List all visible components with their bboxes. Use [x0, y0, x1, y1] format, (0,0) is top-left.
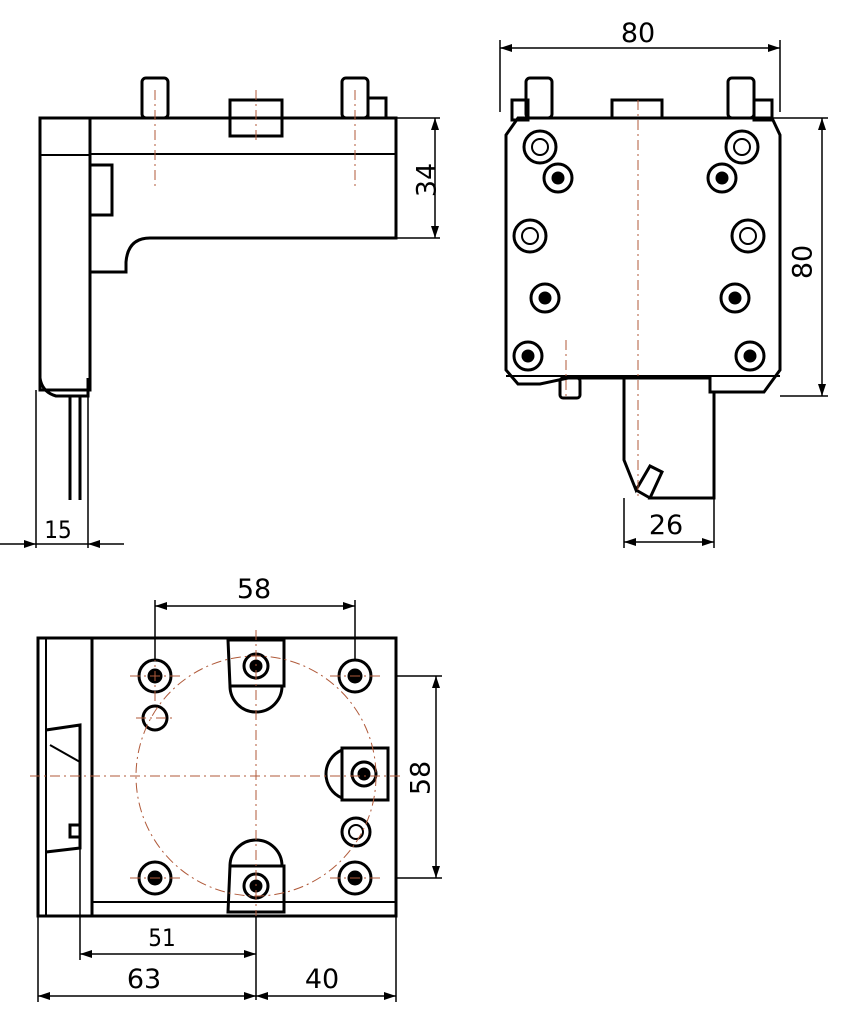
dim-63-label: 63 — [127, 964, 161, 995]
dim-80h-arrow-left — [500, 44, 512, 52]
front-coolant-port-1 — [522, 129, 558, 165]
top-screw-right-center — [357, 767, 371, 781]
top-slot-bottom — [226, 864, 286, 914]
top-side-clamp-tab — [68, 823, 82, 839]
front-hole-f-center — [743, 349, 757, 363]
top-view-dimensions — [37, 600, 442, 1002]
top-slot-right — [340, 746, 390, 802]
dim-51-arrow-left — [80, 950, 92, 958]
side-body — [38, 116, 398, 392]
front-coolant-port-4 — [730, 218, 766, 254]
front-hole-a-center — [551, 171, 565, 185]
side-view-centerlines — [154, 90, 356, 190]
top-side-clamp — [45, 723, 82, 854]
dim-80v-label: 80 — [788, 245, 819, 279]
front-hole-d-center — [728, 291, 742, 305]
front-body — [504, 116, 782, 394]
dim-15-arrow-left — [24, 540, 36, 548]
front-pin-left — [524, 76, 554, 120]
front-view-holes — [512, 129, 766, 372]
dimension-arrows — [24, 44, 826, 1000]
dim-63-arrow-left — [38, 992, 50, 1000]
dim-40-label: 40 — [305, 964, 339, 995]
dim-26-arrow-left — [624, 538, 636, 546]
top-screw-right — [350, 760, 378, 788]
front-hole-d — [719, 282, 751, 314]
side-view — [38, 76, 398, 500]
dim-15-label: 15 — [44, 516, 71, 544]
dim-58h-arrow-right — [343, 602, 355, 610]
front-pin-collar-right — [752, 98, 774, 122]
top-view-centerlines — [30, 630, 400, 924]
dim-51-arrow-right — [244, 950, 256, 958]
dim-58v-arrow-bottom — [432, 866, 440, 878]
front-coolant-port-4-inner — [739, 227, 757, 245]
front-pin-right — [726, 76, 756, 120]
dim-26-arrow-right — [702, 538, 714, 546]
front-shank — [622, 378, 716, 500]
top-coolant-port-inner — [348, 824, 364, 840]
front-hole-b — [706, 162, 738, 194]
side-notch — [90, 163, 114, 217]
dim-15-arrow-right — [88, 540, 100, 548]
side-view-dimensions — [0, 117, 440, 548]
side-bottom-cap — [38, 365, 90, 398]
dim-34-arrow-bottom — [431, 226, 439, 238]
top-coolant-port — [340, 816, 372, 848]
top-slot-right-arc — [324, 748, 343, 800]
front-hole-f — [734, 340, 766, 372]
dim-40-arrow-right — [384, 992, 396, 1000]
front-top-key — [610, 98, 664, 120]
front-hole-e-center — [521, 349, 535, 363]
dim-63-arrow-right — [244, 992, 256, 1000]
front-coolant-port-2 — [724, 129, 760, 165]
dim-34-arrow-top — [431, 118, 439, 130]
dim-51-label: 51 — [148, 924, 175, 952]
front-view-centerlines — [565, 100, 639, 500]
top-side-clamp-line — [49, 744, 81, 763]
top-body — [36, 636, 398, 918]
front-coolant-port-2-inner — [733, 138, 751, 156]
dim-26-label: 26 — [649, 510, 683, 541]
top-view — [36, 636, 398, 918]
dim-58v-arrow-top — [432, 676, 440, 688]
front-coolant-port-1-inner — [531, 138, 549, 156]
front-bottom-screw — [558, 376, 582, 400]
front-coolant-port-3-inner — [521, 227, 539, 245]
dim-80v-arrow-bottom — [818, 384, 826, 396]
front-pin-collar-left — [510, 98, 530, 122]
front-view — [504, 76, 782, 500]
front-hole-c — [529, 282, 561, 314]
dim-80h-arrow-right — [768, 44, 780, 52]
front-coolant-port-3 — [512, 218, 548, 254]
front-hole-e — [512, 340, 544, 372]
dim-80h-label: 80 — [621, 18, 655, 49]
dim-58h-arrow-left — [155, 602, 167, 610]
front-hole-a — [542, 162, 574, 194]
front-hole-b-center — [715, 171, 729, 185]
dim-80v-arrow-top — [818, 118, 826, 130]
dim-40-arrow-left — [256, 992, 268, 1000]
front-hole-c-center — [538, 291, 552, 305]
dim-34-label: 34 — [412, 163, 443, 197]
front-view-dimensions — [499, 40, 828, 548]
front-shank-tip — [635, 488, 651, 500]
dim-58h-label: 58 — [237, 574, 271, 605]
top-slot-top — [226, 638, 286, 688]
side-pin-collar — [366, 96, 388, 120]
dim-58v-label: 58 — [406, 761, 437, 795]
